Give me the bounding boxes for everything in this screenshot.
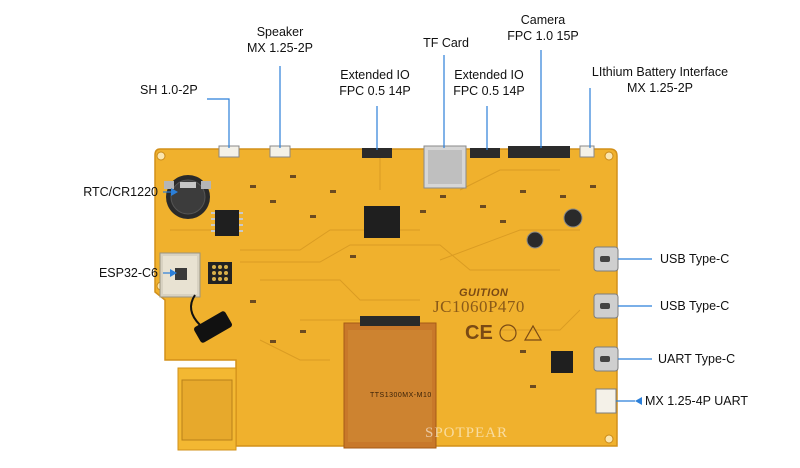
label-battery: LIthium Battery Interface MX 1.25-2P	[580, 64, 740, 96]
camera-connector	[508, 146, 570, 158]
fpc-code: TTS1300MX-M10	[370, 392, 432, 399]
label-extio1-spec: FPC 0.5 14P	[339, 84, 411, 98]
rtc-coin-holder	[164, 175, 211, 219]
label-esp32: ESP32-C6	[60, 265, 158, 281]
leader-arrows	[170, 188, 642, 405]
mounting-holes	[156, 151, 614, 444]
label-extio2: Extended IO FPC 0.5 14P	[447, 67, 531, 99]
ce-mark: CE	[465, 322, 493, 344]
label-tf-card: TF Card	[418, 35, 474, 51]
leader-sh	[207, 98, 230, 148]
label-uart-c-name: UART Type-C	[658, 352, 736, 366]
label-tf-card-name: TF Card	[423, 36, 469, 50]
label-usb1-name: USB Type-C	[660, 252, 730, 266]
label-extio2-name: Extended IO	[454, 68, 524, 82]
label-sh-name: SH 1.0-2P	[140, 83, 198, 97]
label-extio2-spec: FPC 0.5 14P	[453, 84, 525, 98]
label-usb2: USB Type-C	[660, 298, 729, 314]
label-usb2-name: USB Type-C	[660, 299, 730, 313]
display-fpc	[343, 316, 437, 449]
label-uart-c: UART Type-C	[658, 351, 735, 367]
label-camera-name: Camera	[520, 13, 566, 27]
label-camera: Camera FPC 1.0 15P	[505, 12, 581, 44]
label-speaker: Speaker MX 1.25-2P	[242, 24, 318, 56]
mx-uart-connector	[595, 388, 617, 414]
label-extio1: Extended IO FPC 0.5 14P	[333, 67, 417, 99]
label-mx-uart-name: MX 1.25-4P UART	[645, 394, 749, 408]
label-esp32-name: ESP32-C6	[98, 266, 158, 280]
extio1-connector	[362, 148, 392, 158]
smd-components	[250, 175, 596, 388]
label-rtc-name: RTC/CR1220	[83, 185, 158, 199]
antenna-flex	[190, 294, 232, 343]
label-sh: SH 1.0-2P	[140, 82, 198, 98]
top-connectors	[218, 145, 595, 189]
board-model: JC1060P470	[433, 297, 525, 316]
label-extio1-name: Extended IO	[340, 68, 410, 82]
label-rtc: RTC/CR1220	[54, 184, 158, 200]
label-camera-spec: FPC 1.0 15P	[507, 29, 579, 43]
label-speaker-spec: MX 1.25-2P	[246, 41, 313, 55]
touch-controller	[181, 379, 233, 441]
label-battery-name: LIthium Battery Interface	[591, 65, 729, 79]
esp32-c6-module	[159, 252, 201, 298]
pcb-board	[154, 148, 618, 447]
battery-connector	[579, 145, 595, 158]
label-mx-uart: MX 1.25-4P UART	[645, 393, 748, 409]
watermark: SPOTPEAR	[425, 425, 509, 441]
ic-pins	[211, 212, 243, 232]
label-speaker-name: Speaker	[256, 25, 304, 39]
cert-marks	[499, 324, 543, 342]
electrolytic-capacitors	[526, 208, 583, 249]
brand-logo: GUITION	[459, 287, 509, 299]
extio2-connector	[470, 148, 500, 158]
label-usb1: USB Type-C	[660, 251, 729, 267]
label-battery-spec: MX 1.25-2P	[626, 81, 693, 95]
